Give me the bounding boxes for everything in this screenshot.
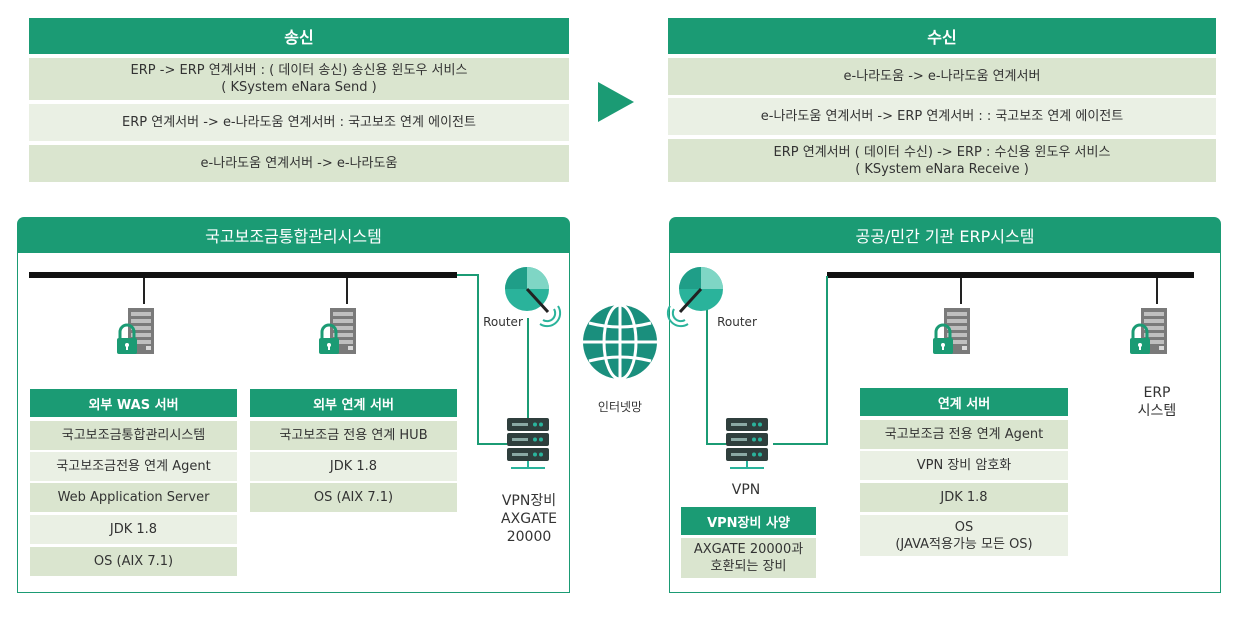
send-row-1: ERP -> ERP 연계서버 : ( 데이터 송신) 송신용 윈도우 서비스 …	[29, 58, 569, 100]
link-item-3-text: OS (AIX 7.1)	[313, 490, 394, 505]
right-panel-header: 공공/민간 기관 ERP시스템	[669, 217, 1221, 253]
right-link-item-2: VPN 장비 암호화	[860, 451, 1068, 480]
right-link-item-4: OS (JAVA적용가능 모든 OS)	[860, 515, 1068, 556]
recv-row-3-sub: ( KSystem eNara Receive )	[855, 161, 1029, 177]
link-item-1: 국고보조금 전용 연계 HUB	[250, 421, 457, 450]
right-link-server-icon	[931, 306, 972, 356]
right-network-bus	[827, 272, 1194, 278]
recv-row-1: e-나라도움 -> e-나라도움 연계서버	[668, 58, 1216, 95]
was-server-title: 외부 WAS 서버	[88, 397, 179, 413]
left-router-to-vpn-line	[527, 318, 529, 418]
flow-arrow-icon	[598, 82, 634, 122]
link-item-3: OS (AIX 7.1)	[250, 483, 457, 512]
vpn-spec-header: VPN장비 사양	[681, 507, 816, 535]
left-router-icon	[505, 267, 562, 328]
left-network-bus	[29, 272, 457, 278]
left-vpn-label-1: VPN장비	[501, 493, 557, 509]
left-panel	[17, 253, 570, 593]
link-server-title: 외부 연계 서버	[313, 397, 394, 413]
was-item-5-text: OS (AIX 7.1)	[93, 554, 174, 569]
was-server-icon	[115, 306, 156, 356]
was-item-3: Web Application Server	[30, 483, 237, 512]
right-link-item-1: 국고보조금 전용 연계 Agent	[860, 420, 1068, 449]
right-link-item-1-text: 국고보조금 전용 연계 Agent	[884, 427, 1044, 442]
right-router-to-vpn-line	[706, 300, 708, 444]
vpn-spec-title: VPN장비 사양	[707, 515, 790, 531]
left-bus-to-vpn-line-v	[477, 274, 479, 444]
left-bus-to-vpn-line-h2	[477, 443, 507, 445]
send-row-1-text: ERP -> ERP 연계서버 : ( 데이터 송신) 송신용 윈도우 서비스	[130, 63, 468, 78]
right-link-item-3: JDK 1.8	[860, 483, 1068, 512]
erp-system-label: ERP 시스템	[1117, 384, 1197, 420]
recv-row-3: ERP 연계서버 ( 데이터 수신) -> ERP : 수신용 윈도우 서비스 …	[668, 139, 1216, 182]
left-router-label: Router	[483, 315, 523, 329]
link-item-2: JDK 1.8	[250, 452, 457, 481]
left-panel-header: 국고보조금통합관리시스템	[17, 217, 570, 253]
right-bus-to-vpn-line-v	[826, 276, 828, 444]
right-bus-drop-2	[1156, 278, 1158, 304]
erp-server-icon	[1128, 306, 1169, 356]
was-item-1-text: 국고보조금통합관리시스템	[61, 428, 206, 443]
left-bus-drop-2	[346, 278, 348, 304]
internet-label: 인터넷망	[597, 400, 643, 414]
link-item-2-text: JDK 1.8	[329, 459, 378, 474]
left-vpn-label-3: 20000	[506, 529, 552, 545]
right-vpn-device-icon	[726, 418, 768, 469]
vpn-spec-item: AXGATE 20000과 호환되는 장비	[681, 538, 816, 578]
right-link-server-title: 연계 서버	[937, 396, 991, 412]
was-item-5: OS (AIX 7.1)	[30, 547, 237, 576]
right-link-os-line-2: (JAVA적용가능 모든 OS)	[895, 536, 1033, 552]
right-panel	[669, 253, 1221, 593]
right-link-item-3-text: JDK 1.8	[940, 490, 988, 505]
internet-globe-icon	[583, 303, 657, 381]
was-item-4: JDK 1.8	[30, 515, 237, 544]
recv-header: 수신	[668, 18, 1216, 54]
right-bus-drop-1	[960, 278, 962, 304]
right-vpn-label: VPN	[731, 482, 761, 498]
erp-label-1: ERP	[1143, 385, 1171, 401]
right-router-label: Router	[717, 315, 757, 329]
send-header: 송신	[29, 18, 569, 54]
right-router-icon	[666, 267, 723, 328]
left-vpn-device-icon	[507, 418, 549, 469]
was-item-1: 국고보조금통합관리시스템	[30, 421, 237, 450]
was-server-header: 외부 WAS 서버	[30, 389, 237, 417]
was-item-2-text: 국고보조금전용 연계 Agent	[56, 459, 211, 474]
left-panel-title: 국고보조금통합관리시스템	[205, 227, 382, 246]
send-row-1-sub: ( KSystem eNara Send )	[221, 80, 377, 95]
recv-row-3-text: ERP 연계서버 ( 데이터 수신) -> ERP : 수신용 윈도우 서비스	[773, 144, 1111, 160]
left-vpn-label: VPN장비 AXGATE 20000	[474, 492, 584, 546]
right-link-os-line-1: OS	[954, 519, 974, 535]
vpn-spec-line-2: 호환되는 장비	[710, 559, 787, 574]
link-item-1-text: 국고보조금 전용 연계 HUB	[279, 428, 428, 443]
link-server-icon	[317, 306, 358, 356]
left-bus-to-vpn-line-h1	[457, 274, 478, 276]
send-row-3: e-나라도움 연계서버 -> e-나라도움	[29, 145, 569, 182]
left-vpn-label-2: AXGATE	[501, 511, 557, 527]
recv-row-1-text: e-나라도움 -> e-나라도움 연계서버	[843, 69, 1041, 84]
link-server-header: 외부 연계 서버	[250, 389, 457, 417]
recv-row-2: e-나라도움 연계서버 -> ERP 연계서버 : : 국고보조 연계 에이전트	[668, 98, 1216, 135]
was-item-4-text: JDK 1.8	[109, 522, 158, 537]
vpn-spec-line-1: AXGATE 20000과	[693, 542, 804, 557]
send-row-2: ERP 연계서버 -> e-나라도움 연계서버 : 국고보조 연계 에이전트	[29, 104, 569, 141]
recv-row-2-text: e-나라도움 연계서버 -> ERP 연계서버 : : 국고보조 연계 에이전트	[760, 109, 1124, 124]
recv-title: 수신	[927, 28, 957, 47]
right-panel-title: 공공/민간 기관 ERP시스템	[855, 227, 1035, 246]
erp-label-2: 시스템	[1137, 403, 1177, 419]
was-item-3-text: Web Application Server	[57, 490, 210, 505]
left-bus-drop-1	[143, 278, 145, 304]
right-link-server-header: 연계 서버	[860, 388, 1068, 416]
right-link-item-2-text: VPN 장비 암호화	[916, 458, 1012, 473]
right-router-to-vpn-line-h	[706, 443, 726, 445]
send-title: 송신	[284, 28, 314, 47]
was-item-2: 국고보조금전용 연계 Agent	[30, 452, 237, 481]
send-row-3-text: e-나라도움 연계서버 -> e-나라도움	[200, 156, 398, 171]
send-row-2-text: ERP 연계서버 -> e-나라도움 연계서버 : 국고보조 연계 에이전트	[122, 115, 476, 130]
right-bus-to-vpn-line-h	[773, 443, 828, 445]
